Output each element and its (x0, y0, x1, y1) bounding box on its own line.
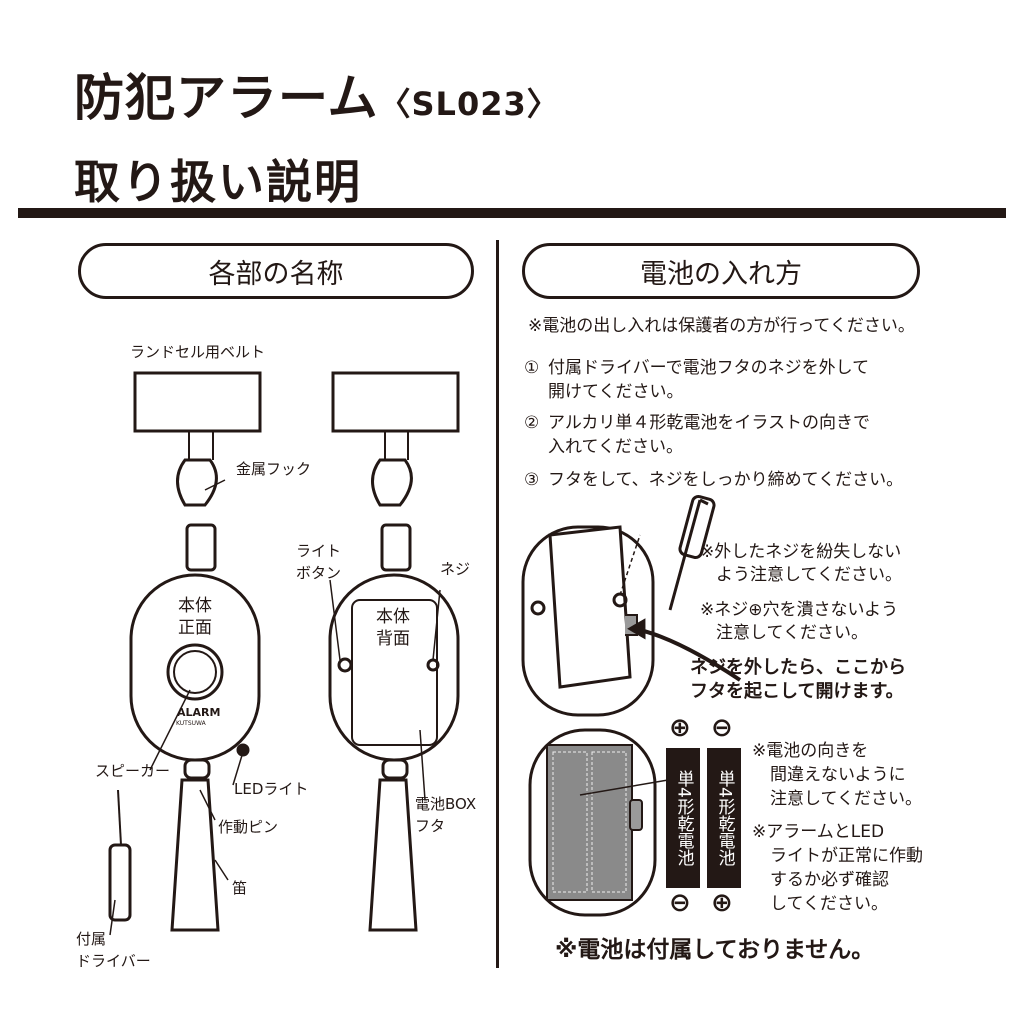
label-front-2: 正面 (178, 618, 212, 638)
label-led: LEDライト (234, 780, 309, 798)
label-front-1: 本体 (178, 596, 212, 616)
caution-hole-1: ※ネジ⊕穴を潰さないよう (700, 600, 899, 620)
minus-icon: ⊖ (669, 888, 691, 918)
minus-icon: ⊖ (711, 713, 733, 743)
screwdriver (108, 843, 132, 922)
not-included-note: ※電池は付属しておりません。 (555, 937, 875, 963)
page-title: 防犯アラーム〈SL023〉 (74, 69, 560, 127)
header-divider (18, 208, 1006, 218)
metal-hook-front (176, 458, 218, 507)
orientation-2: 間違えないように (770, 765, 906, 785)
belt-front (133, 371, 262, 433)
caution-lost-2: よう注意してください。 (716, 565, 902, 585)
model-number: 〈SL023〉 (378, 85, 560, 123)
label-battery-cover-1: 電池BOX (415, 795, 477, 813)
label-back-1: 本体 (376, 607, 410, 627)
plus-icon: ⊕ (711, 888, 733, 918)
label-battery-cover-2: フタ (415, 817, 446, 835)
whistle-front (170, 778, 220, 932)
caution-hole-2: 注意してください。 (716, 623, 868, 643)
page-subtitle: 取り扱い説明 (74, 155, 362, 209)
check-4: してください。 (770, 894, 888, 914)
label-whistle: 笛 (232, 879, 248, 897)
check-3: するか必ず確認 (770, 870, 889, 890)
open-instruction-2: フタを起こして開けます。 (690, 681, 904, 702)
battery-note: ※電池の出し入れは保護者の方が行ってください。 (528, 316, 915, 336)
label-speaker: スピーカー (95, 762, 171, 780)
check-2: ライトが正常に作動 (770, 846, 923, 866)
label-back-2: 背面 (376, 629, 410, 649)
belt-back (331, 371, 460, 433)
open-instruction-1: ネジを外したら、ここから (690, 657, 906, 678)
label-belt: ランドセル用ベルト (130, 343, 266, 361)
orientation-3: 注意してください。 (770, 789, 922, 809)
battery-heading: 電池の入れ方 (522, 243, 920, 299)
alarm-open-cover (521, 525, 655, 717)
battery-2: 単4形乾電池 (707, 748, 741, 888)
brand-alarm: ALARM (177, 706, 221, 719)
plus-icon: ⊕ (669, 713, 691, 743)
battery-1: 単4形乾電池 (666, 748, 700, 888)
battery-box (528, 728, 657, 917)
label-light-button-1: ライト (296, 542, 342, 560)
column-divider (496, 240, 499, 968)
orientation-1: ※電池の向きを (752, 741, 869, 761)
caution-lost-1: ※外したネジを紛失しない (700, 542, 902, 562)
parts-heading: 各部の名称 (78, 243, 474, 299)
label-pin: 作動ピン (218, 818, 279, 836)
label-hook: 金属フック (236, 460, 312, 478)
label-driver-1: 付属 (76, 930, 107, 948)
label-light-button-2: ボタン (296, 564, 342, 582)
check-1: ※アラームとLED (752, 822, 885, 842)
brand-kutsuwa: KUTSUWA (176, 720, 206, 727)
label-driver-2: ドライバー (76, 952, 151, 970)
label-screw: ネジ (440, 560, 471, 578)
